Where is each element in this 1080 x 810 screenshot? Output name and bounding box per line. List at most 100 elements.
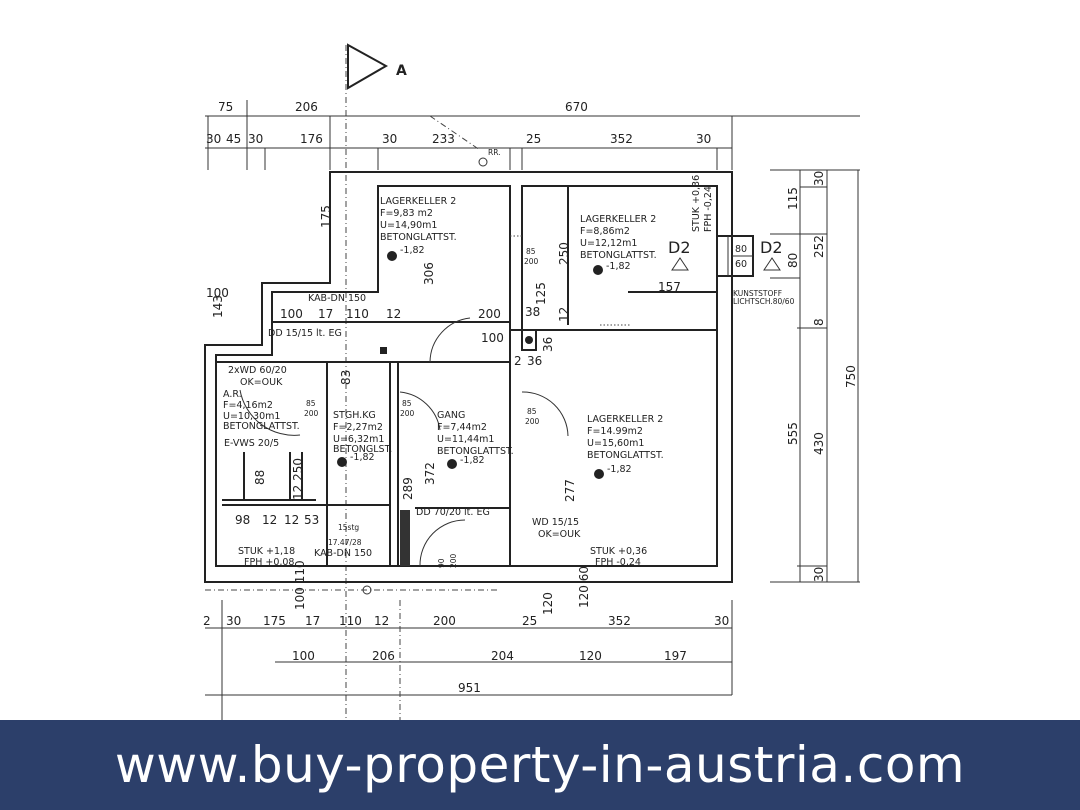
plan-label: 252 xyxy=(812,235,826,258)
plan-label: 372 xyxy=(423,462,437,485)
plan-label: OK=OUK xyxy=(538,529,581,540)
plan-label: DD 15/15 lt. EG xyxy=(268,328,342,339)
plan-label: 200 xyxy=(400,409,415,418)
plan-label: 30 xyxy=(382,132,397,146)
plan-label: E-VWS 20/5 xyxy=(224,438,279,449)
plan-label: 206 xyxy=(372,649,395,663)
plan-label: 250 xyxy=(557,242,571,265)
plan-label: 200 xyxy=(304,409,319,418)
plan-label: 36 xyxy=(541,337,555,352)
plan-label: 30 xyxy=(248,132,263,146)
plan-label: 80 xyxy=(786,253,800,268)
plan-label: 125 xyxy=(534,282,548,305)
plan-label: 98 xyxy=(235,513,250,527)
plan-label: 30 xyxy=(696,132,711,146)
section-label: A xyxy=(396,63,407,79)
plan-label: 352 xyxy=(608,614,631,628)
plan-label: STUK +0,36 xyxy=(590,546,647,557)
plan-label: F=8,86m2 xyxy=(580,226,630,237)
plan-label: 670 xyxy=(565,100,588,114)
room-ar: A.R. F=4,16m2 U=10,30m1 BETONGLATTST. xyxy=(223,389,300,432)
plan-label: 306 xyxy=(422,262,436,285)
plan-label: 75 xyxy=(218,100,233,114)
plan-label: BETONGLATTST. xyxy=(380,232,457,243)
plan-label: 951 xyxy=(458,681,481,695)
plan-label: 100 xyxy=(292,649,315,663)
floor-plan: A RR. 75 206 670 30 45 30 176 30 233 25 … xyxy=(203,43,860,720)
dimensions-right: 115 80 8 555 30 252 430 30 750 xyxy=(770,169,860,583)
plan-label: FPH +0,08 xyxy=(244,557,294,568)
level-marker-icon xyxy=(593,265,603,275)
plan-label: 12 xyxy=(284,513,299,527)
plan-label: STUK +0,36 xyxy=(691,175,702,232)
website-url[interactable]: www.buy-property-in-austria.com xyxy=(114,736,966,794)
plan-label: STGH.KG xyxy=(333,410,376,421)
plan-label: 25 xyxy=(526,132,541,146)
plan-label: U=15,60m1 xyxy=(587,438,644,449)
plan-label: BETONGLATTST. xyxy=(437,446,514,457)
plan-label: 200 xyxy=(524,257,539,266)
plan-label: 85 xyxy=(306,399,316,408)
plan-label: FPH -0,24 xyxy=(595,557,641,568)
plan-label: 233 xyxy=(432,132,455,146)
plan-label: 85 xyxy=(402,399,412,408)
plan-label: 2 xyxy=(203,614,211,628)
plan-label: F=2,27m2 xyxy=(333,422,383,433)
room-stgh-kg: STGH.KG F=2,27m2 U=6,32m1 BETONGLST. -1,… xyxy=(333,410,392,467)
plan-label: F=4,16m2 xyxy=(223,400,273,411)
room-lagerkeller-2: LAGERKELLER 2 F=8,86m2 U=12,12m1 BETONGL… xyxy=(580,214,657,275)
plan-label: 80 xyxy=(735,244,747,255)
plan-label: 200 xyxy=(478,307,501,321)
website-banner: www.buy-property-in-austria.com xyxy=(0,720,1080,810)
plan-label: BETONGLST. xyxy=(333,444,392,455)
plan-label: 289 xyxy=(401,477,415,500)
level-marker-icon xyxy=(447,459,457,469)
plan-label: 197 xyxy=(664,649,687,663)
plan-label: LAGERKELLER 2 xyxy=(580,214,656,225)
plan-label: 100 xyxy=(481,331,504,345)
level-marker-icon xyxy=(594,469,604,479)
plan-label: 8 xyxy=(812,318,826,326)
plan-label: GANG xyxy=(437,410,465,421)
plan-label: -1,82 xyxy=(400,245,425,256)
plan-label: STUK +1,18 xyxy=(238,546,295,557)
plan-label: 83 xyxy=(339,370,353,385)
plan-label: WD 15/15 xyxy=(532,517,579,528)
plan-label: 12 xyxy=(386,307,401,321)
plan-label: 36 xyxy=(527,354,542,368)
plan-label: -1,82 xyxy=(606,261,631,272)
plan-label: 100 xyxy=(206,286,229,300)
plan-label: 176 xyxy=(300,132,323,146)
plan-label: 30 xyxy=(714,614,729,628)
plan-label: F=9,83 m2 xyxy=(380,208,433,219)
plan-label: 555 xyxy=(786,422,800,445)
plan-label: BETONGLATTST. xyxy=(587,450,664,461)
level-marker-icon xyxy=(337,457,347,467)
plan-label: D2 xyxy=(760,238,783,257)
plan-label: 175 xyxy=(319,205,333,228)
plan-label: 60 xyxy=(735,259,747,270)
plan-label: 12 250 xyxy=(291,458,305,500)
plan-label: 100 xyxy=(280,307,303,321)
plan-label: KUNSTSTOFF xyxy=(733,289,782,298)
plan-label: 90 xyxy=(437,558,446,568)
annotations: KAB-DN 150 100 17 110 12 200 100 DD 15/1… xyxy=(206,175,795,615)
plan-label: U=11,44m1 xyxy=(437,434,494,445)
plan-label: 110 xyxy=(346,307,369,321)
plan-label: D2 xyxy=(668,238,691,257)
plan-label: 200 xyxy=(525,417,540,426)
plan-label: 120 xyxy=(579,649,602,663)
plan-label: U=10,30m1 xyxy=(223,411,280,422)
plan-label: 85 xyxy=(527,407,537,416)
plan-label: 30 xyxy=(226,614,241,628)
plan-label: 30 xyxy=(812,171,826,186)
plan-label: 206 xyxy=(295,100,318,114)
plan-label: 38 xyxy=(525,305,540,319)
dimensions-top: RR. 75 206 670 30 45 30 176 30 233 25 35… xyxy=(205,100,860,170)
plan-label: DD 70/20 lt. EG xyxy=(416,507,490,518)
section-marker-a: A xyxy=(345,43,407,720)
plan-label: 110 xyxy=(339,614,362,628)
plan-label: LAGERKELLER 2 xyxy=(587,414,663,425)
plan-label: 12 xyxy=(374,614,389,628)
plan-label: 30 xyxy=(206,132,221,146)
